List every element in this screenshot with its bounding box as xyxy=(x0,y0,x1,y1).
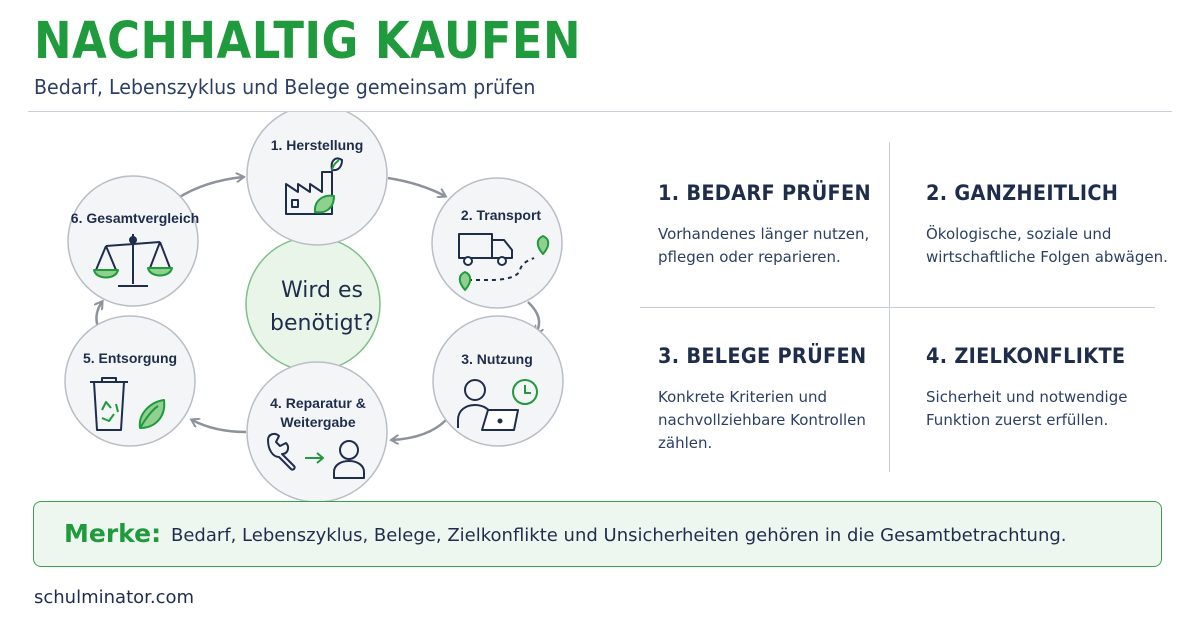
principle-title: 1. BEDARF PRÜFEN xyxy=(658,181,871,205)
merke-text: Bedarf, Lebenszyklus, Belege, Zielkonfli… xyxy=(171,525,1067,546)
arrow-1-2 xyxy=(387,176,445,196)
balance-scale-icon xyxy=(93,234,173,287)
cycle-node-herstellung: 1. Herstellung xyxy=(246,112,388,246)
cycle-node-transport: 2. Transport xyxy=(431,177,563,309)
principle-title: 3. BELEGE PRÜFEN xyxy=(658,344,867,368)
footer-site-name: schulminator.com xyxy=(34,587,195,608)
principle-bedarf: 1. BEDARF PRÜFEN Vorhandenes länger nutz… xyxy=(658,181,898,269)
grid-divider-horizontal xyxy=(640,307,1155,308)
header-divider xyxy=(28,111,1172,112)
merke-label: Merke: xyxy=(64,519,162,548)
cycle-node-gesamtvergleich: 6. Gesamtvergleich xyxy=(67,175,199,307)
principle-text: Vorhandenes länger nutzen, pflegen oder … xyxy=(658,225,870,266)
arrow-4-5 xyxy=(192,420,247,434)
cycle-node-nutzung: 3. Nutzung xyxy=(432,315,564,447)
node-label: 3. Nutzung xyxy=(461,351,533,367)
node-label: 6. Gesamtvergleich xyxy=(71,210,199,226)
cycle-node-entsorgung: 5. Entsorgung xyxy=(64,315,196,447)
principle-title: 2. GANZHEITLICH xyxy=(926,181,1119,205)
principle-text: Sicherheit und notwendige Funktion zuers… xyxy=(926,388,1128,429)
node-label: 2. Transport xyxy=(461,207,541,223)
lifecycle-diagram: Wird es benötigt? 1. Herstellung 2. Tran… xyxy=(64,112,564,502)
node-label: 1. Herstellung xyxy=(271,137,364,153)
node-label: 5. Entsorgung xyxy=(83,350,177,366)
center-line-1: Wird es xyxy=(281,278,363,303)
center-question: Wird es benötigt? xyxy=(245,236,381,372)
page-title: NACHHALTIG KAUFEN xyxy=(34,12,581,71)
center-line-2: benötigt? xyxy=(270,311,374,336)
principle-text: Konkrete Kriterien und nachvollziehbare … xyxy=(658,388,866,452)
factory-leaf-icon xyxy=(285,157,343,215)
node-label-line-1: 4. Reparatur & xyxy=(270,395,366,411)
principle-title: 4. ZIELKONFLIKTE xyxy=(926,344,1126,368)
merke-box: Merke: Bedarf, Lebenszyklus, Belege, Zie… xyxy=(33,501,1162,567)
wrench-arrow-person-icon xyxy=(267,432,365,479)
node-label-line-2: Weitergabe xyxy=(280,414,355,430)
principle-zielkonflikte: 4. ZIELKONFLIKTE Sicherheit und notwendi… xyxy=(926,344,1176,432)
truck-route-icon xyxy=(458,233,550,291)
principle-text: Ökologische, soziale und wirtschaftliche… xyxy=(926,225,1168,266)
page-subtitle: Bedarf, Lebenszyklus und Belege gemeinsa… xyxy=(34,75,536,99)
principle-ganzheitlich: 2. GANZHEITLICH Ökologische, soziale und… xyxy=(926,181,1176,269)
recycle-bin-leaf-icon xyxy=(90,377,166,431)
arrow-3-4 xyxy=(392,419,447,440)
cycle-node-reparatur: 4. Reparatur & Weitergabe xyxy=(246,361,388,502)
principle-belege: 3. BELEGE PRÜFEN Konkrete Kriterien und … xyxy=(658,344,898,455)
person-laptop-clock-icon xyxy=(457,379,538,431)
arrow-6-1 xyxy=(177,177,243,200)
